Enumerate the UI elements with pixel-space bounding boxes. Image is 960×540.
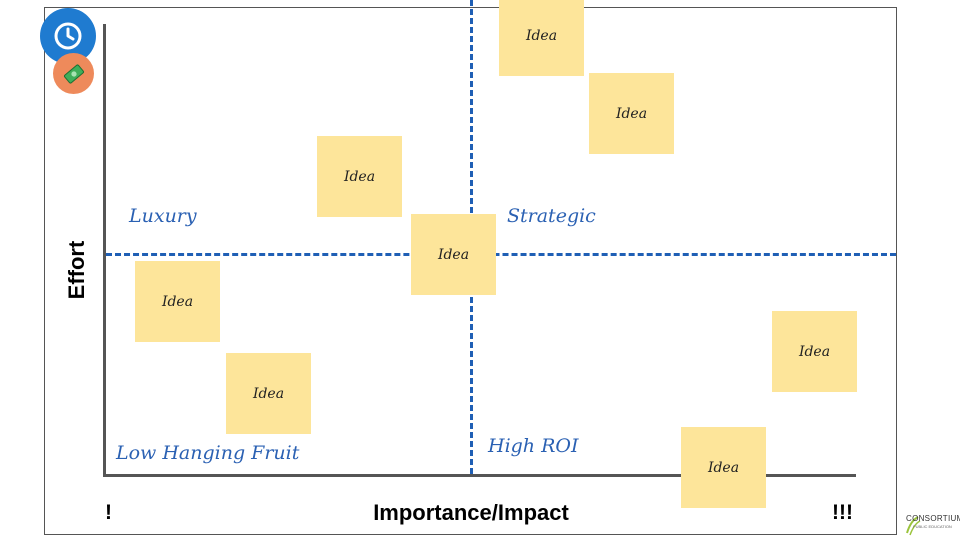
sticky-note[interactable]: Idea <box>681 427 766 508</box>
sticky-note[interactable]: Idea <box>772 311 857 392</box>
quadrant-label-strategic: Strategic <box>507 205 596 227</box>
clock-icon-glyph <box>54 22 82 50</box>
horizontal-divider <box>106 253 896 256</box>
sticky-note[interactable]: Idea <box>226 353 311 434</box>
low-importance-marker: ! <box>105 501 112 524</box>
quadrant-label-luxury: Luxury <box>129 205 197 227</box>
logo-subtitle: PUBLIC EDUCATION <box>913 524 952 529</box>
sticky-note[interactable]: Idea <box>317 136 402 217</box>
y-axis-label: Effort <box>64 240 89 300</box>
money-icon-glyph <box>63 63 84 84</box>
x-axis-line <box>103 474 856 477</box>
consortium-logo <box>906 516 921 536</box>
money-icon[interactable] <box>53 53 94 94</box>
sticky-note[interactable]: Idea <box>589 73 674 154</box>
sticky-note[interactable]: Idea <box>135 261 220 342</box>
high-importance-marker: !!! <box>832 501 853 524</box>
logo-name: CONSORTIUM <box>906 514 960 523</box>
sticky-note[interactable]: Idea <box>411 214 496 295</box>
sticky-note[interactable]: Idea <box>499 0 584 76</box>
y-axis-line <box>103 24 106 477</box>
quadrant-label-high-roi: High ROI <box>488 435 579 457</box>
x-axis-label: Importance/Impact <box>373 500 569 525</box>
quadrant-label-low-hanging-fruit: Low Hanging Fruit <box>116 442 300 464</box>
